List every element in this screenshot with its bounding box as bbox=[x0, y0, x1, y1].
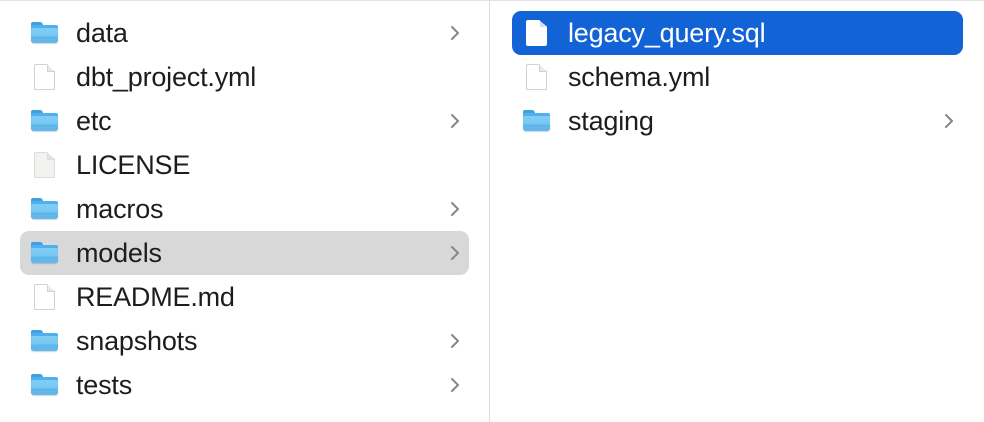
folder-icon bbox=[30, 326, 60, 356]
folder-icon bbox=[522, 106, 552, 136]
folder-icon bbox=[30, 194, 60, 224]
document-icon bbox=[30, 282, 60, 312]
file-row[interactable]: README.md bbox=[20, 275, 469, 319]
chevron-right-icon[interactable] bbox=[445, 375, 465, 395]
folder-row[interactable]: snapshots bbox=[20, 319, 469, 363]
document-icon bbox=[522, 62, 552, 92]
item-label: macros bbox=[76, 194, 164, 224]
item-label: staging bbox=[568, 106, 654, 136]
file-row[interactable]: dbt_project.yml bbox=[20, 55, 469, 99]
file-row[interactable]: schema.yml bbox=[512, 55, 963, 99]
models-contents-column[interactable]: legacy_query.sql schema.yml staging bbox=[490, 1, 983, 422]
item-label: README.md bbox=[76, 282, 235, 312]
folder-icon bbox=[30, 18, 60, 48]
item-label: tests bbox=[76, 370, 133, 400]
folder-row[interactable]: tests bbox=[20, 363, 469, 407]
chevron-right-icon[interactable] bbox=[445, 331, 465, 351]
document-plain-icon bbox=[30, 150, 60, 180]
item-label: legacy_query.sql bbox=[568, 18, 766, 48]
item-label: LICENSE bbox=[76, 150, 191, 180]
item-label: schema.yml bbox=[568, 62, 711, 92]
folder-icon bbox=[30, 238, 60, 268]
chevron-right-icon[interactable] bbox=[939, 111, 959, 131]
item-label: models bbox=[76, 238, 162, 268]
folder-row[interactable]: etc bbox=[20, 99, 469, 143]
chevron-right-icon[interactable] bbox=[445, 111, 465, 131]
document-icon bbox=[522, 18, 552, 48]
item-label: snapshots bbox=[76, 326, 198, 356]
file-row[interactable]: legacy_query.sql bbox=[512, 11, 963, 55]
document-icon bbox=[30, 62, 60, 92]
chevron-right-icon[interactable] bbox=[445, 199, 465, 219]
item-label: dbt_project.yml bbox=[76, 62, 257, 92]
folder-row[interactable]: macros bbox=[20, 187, 469, 231]
folder-row[interactable]: models bbox=[20, 231, 469, 275]
chevron-right-icon[interactable] bbox=[445, 23, 465, 43]
file-row[interactable]: LICENSE bbox=[20, 143, 469, 187]
item-label: etc bbox=[76, 106, 112, 136]
folder-icon bbox=[30, 106, 60, 136]
folder-row[interactable]: data bbox=[20, 11, 469, 55]
folder-icon bbox=[30, 370, 60, 400]
item-label: data bbox=[76, 18, 128, 48]
chevron-right-icon[interactable] bbox=[445, 243, 465, 263]
folder-row[interactable]: staging bbox=[512, 99, 963, 143]
